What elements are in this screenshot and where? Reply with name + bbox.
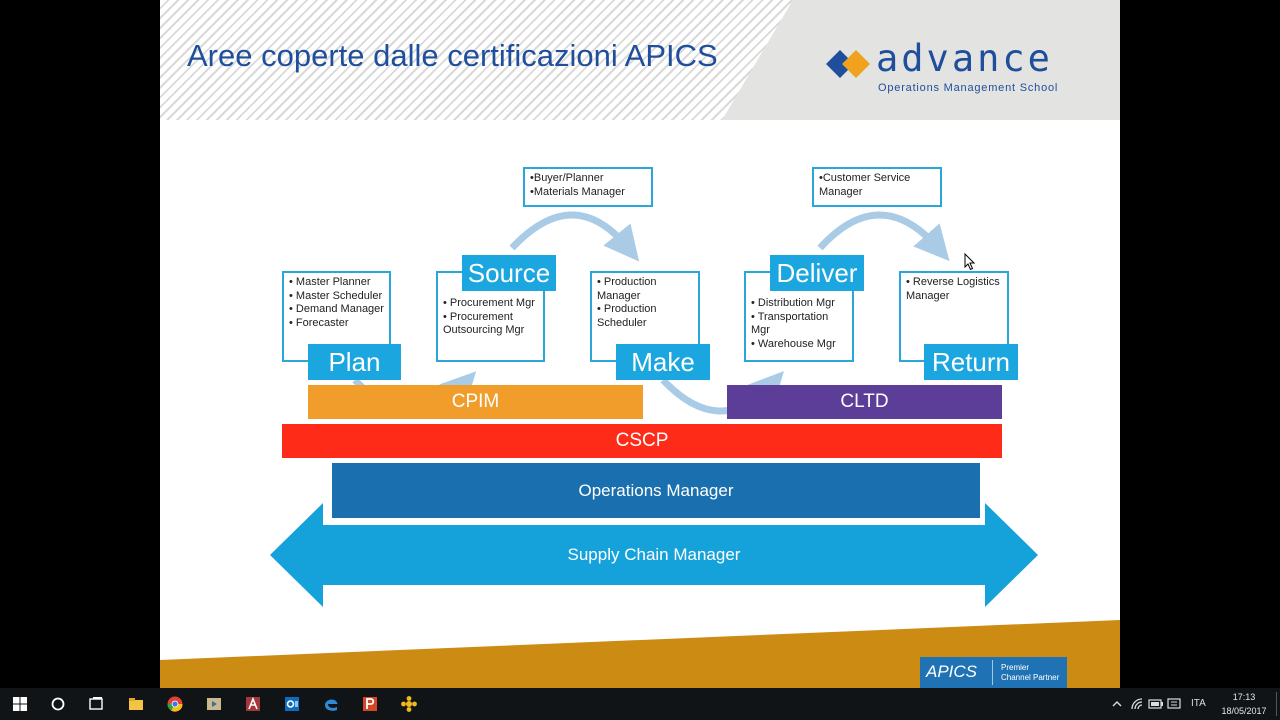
phase-source: Source [462,255,556,291]
role-item: Scheduler [597,316,647,329]
operations-manager-bar: Operations Manager [332,463,980,518]
logo-tagline: Operations Management School [878,82,1059,94]
apics-wordmark: APICS [926,662,978,681]
cscp-bar: CSCP [282,424,1002,458]
role-item: Mgr [751,324,770,336]
taskbar-edge[interactable] [311,688,351,720]
language-indicator[interactable]: ITA [1191,698,1206,709]
slide-title: Aree coperte dalle certificazioni APICS [187,38,718,73]
arrow-deliver-to-return [817,211,950,262]
file-explorer-icon [129,698,143,710]
app-icon [401,696,417,712]
role-item: • Procurement Mgr [443,297,535,309]
roles-box-deliver-top: •Customer Service Manager [812,167,942,207]
taskbar-media-player[interactable] [194,688,234,720]
role-item: • Demand Manager [289,303,384,315]
apics-divider [992,660,993,685]
arrow-source-to-make [509,211,640,262]
clock-date: 18/05/2017 [1221,706,1267,716]
clock-time: 17:13 [1232,692,1256,702]
presentation-slide: Aree coperte dalle certificazioni APICS … [160,0,1120,688]
media-player-icon [207,698,221,710]
task-view-icon [89,697,103,710]
role-item: •Customer Service [819,172,911,184]
apics-badge: APICS Premier Channel Partner [920,657,1067,688]
phase-make: Make [616,344,710,380]
taskbar-clock[interactable]: 17:13 18/05/2017 [1216,690,1272,718]
role-item: •Buyer/Planner [530,172,604,184]
role-item: Outsourcing Mgr [443,324,525,336]
taskbar-file-explorer[interactable] [116,688,156,720]
windows-taskbar: ITA 17:13 18/05/2017 [0,688,1280,720]
mouse-cursor-icon [964,253,976,271]
wifi-icon[interactable] [1130,697,1144,711]
apics-tagline-line: Premier [1001,663,1030,672]
phase-plan: Plan [308,344,401,380]
role-item: Manager [906,289,950,302]
role-item: • Transportation [751,310,829,323]
role-item: • Warehouse Mgr [751,337,836,350]
apics-tagline-line: Channel Partner [1001,673,1060,682]
taskbar-access[interactable] [233,688,273,720]
chevron-up-icon[interactable] [1111,698,1123,710]
header-grey-panel [722,0,1120,120]
role-item: • Master Scheduler [289,289,383,302]
start-button[interactable] [0,688,40,720]
role-item: • Forecaster [289,316,349,329]
edge-icon [325,699,338,711]
cortana-button[interactable] [38,688,78,720]
cortana-icon [51,697,65,711]
taskbar-chrome[interactable] [155,688,195,720]
taskbar-powerpoint[interactable] [350,688,390,720]
battery-icon[interactable] [1148,698,1164,710]
access-icon [246,696,260,711]
role-item: • Master Planner [289,276,371,288]
role-item: • Production [597,303,657,315]
cpim-bar: CPIM [308,385,643,419]
notification-icon[interactable] [1167,697,1181,711]
powerpoint-icon [363,697,377,711]
taskbar-app[interactable] [389,688,429,720]
cltd-bar: CLTD [727,385,1002,419]
task-view-button[interactable] [76,688,116,720]
outlook-icon [285,697,299,711]
phase-return: Return [924,344,1018,380]
windows-start-icon [13,697,27,711]
advance-logo-icon [826,50,870,78]
supply-chain-arrow [270,503,1038,607]
taskbar-outlook[interactable] [272,688,312,720]
role-item: Manager [819,185,863,198]
chrome-icon [167,696,183,712]
logo-wordmark: advance [876,37,1053,80]
show-desktop-button[interactable] [1276,692,1277,716]
phase-deliver: Deliver [770,255,864,291]
role-item: • Production [597,276,657,288]
role-item: • Distribution Mgr [751,297,835,309]
role-item: • Procurement [443,310,513,323]
supply-chain-manager-label: Supply Chain Manager [567,545,741,564]
apics-tagline: Premier Channel Partner [1001,663,1059,683]
role-item: • Reverse Logistics [906,276,1000,288]
roles-box-source-top: •Buyer/Planner •Materials Manager [523,167,653,207]
role-item: Manager [597,289,641,302]
role-item: •Materials Manager [530,185,625,198]
